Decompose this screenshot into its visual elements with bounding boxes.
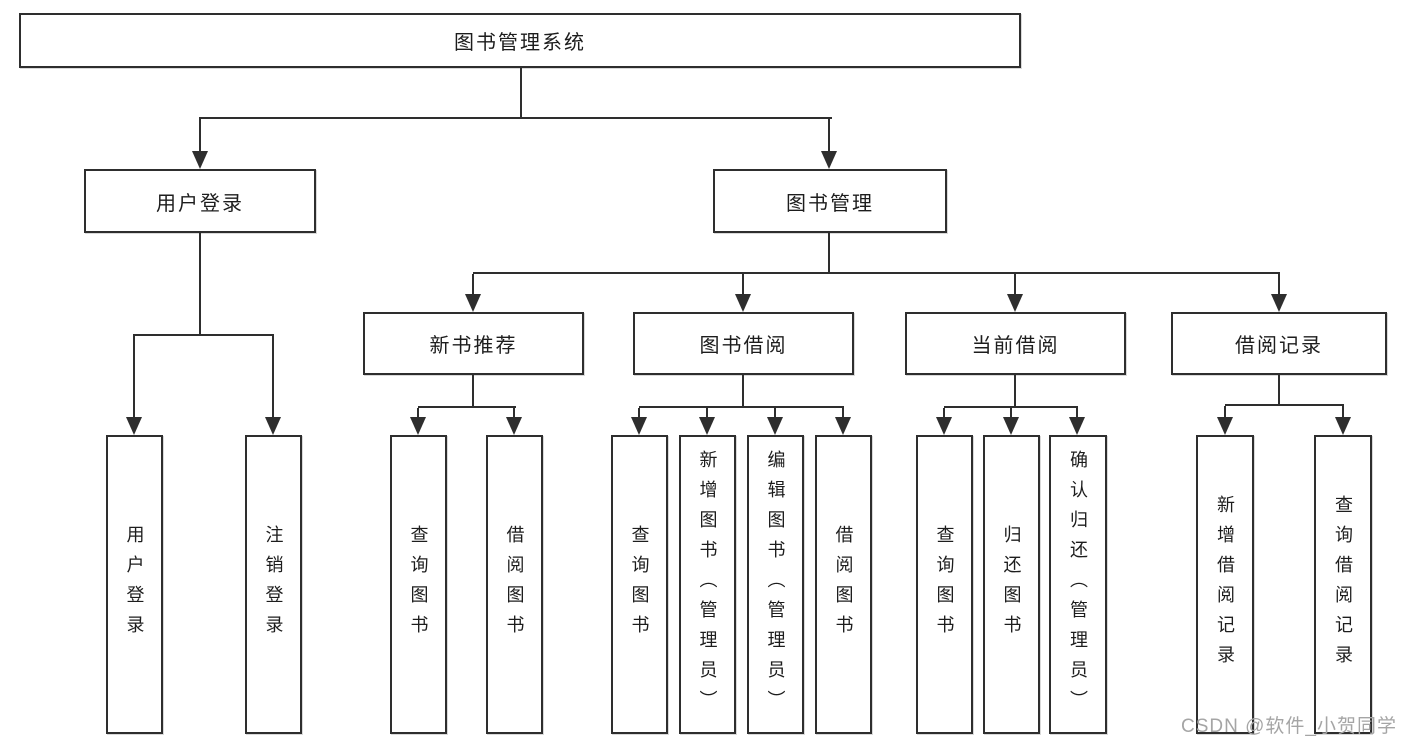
node-label: 注销登录 <box>263 524 284 645</box>
node-label: 查询借阅记录 <box>1333 494 1353 675</box>
connector-line <box>472 373 474 407</box>
connector-line <box>199 117 832 119</box>
arrowhead-icon <box>1003 408 1019 435</box>
node-label: 借阅记录 <box>1235 335 1323 357</box>
connector-line <box>828 231 830 274</box>
node-current-borrowing: 当前借阅 <box>905 312 1126 375</box>
arrowhead-icon <box>1007 274 1023 312</box>
connector-line <box>520 66 522 119</box>
connector-line <box>133 334 274 336</box>
arrowhead-icon <box>835 408 851 435</box>
arrowhead-icon <box>735 274 751 312</box>
leaf-query-borrow-record: 查询借阅记录 <box>1314 435 1372 734</box>
arrowhead-icon <box>126 336 142 435</box>
arrowhead-icon <box>265 336 281 435</box>
node-label: 图书管理系统 <box>454 32 586 54</box>
node-label: 确认归还（管理员） <box>1068 449 1088 720</box>
arrowhead-icon <box>631 408 647 435</box>
node-label: 新增图书（管理员） <box>697 449 718 720</box>
leaf-edit-books-admin: 编辑图书（管理员） <box>747 435 804 734</box>
node-label: 编辑图书（管理员） <box>765 449 786 720</box>
node-label: 用户登录 <box>124 524 145 645</box>
arrowhead-icon <box>1271 274 1287 312</box>
node-label: 图书借阅 <box>699 335 788 357</box>
node-label: 用户登录 <box>156 192 244 215</box>
arrowhead-icon <box>821 119 837 169</box>
leaf-borrow-books-recommend: 借阅图书 <box>486 435 543 734</box>
leaf-add-books-admin: 新增图书（管理员） <box>679 435 736 734</box>
node-label: 借阅图书 <box>833 524 854 645</box>
connector-line <box>944 406 1078 408</box>
node-label: 当前借阅 <box>971 335 1060 357</box>
leaf-logout: 注销登录 <box>245 435 302 734</box>
leaf-return-books: 归还图书 <box>983 435 1040 734</box>
arrowhead-icon <box>1335 406 1351 435</box>
connector-line <box>418 406 516 408</box>
csdn-watermark: CSDN @软件_小贺同学 <box>1181 716 1397 737</box>
node-label: 查询图书 <box>629 524 650 645</box>
node-label: 归还图书 <box>1001 524 1022 645</box>
node-library-management-system: 图书管理系统 <box>19 13 1021 68</box>
leaf-borrow-books: 借阅图书 <box>815 435 872 734</box>
node-book-management: 图书管理 <box>713 169 947 233</box>
connector-line <box>473 272 1280 274</box>
leaf-query-books-borrowing: 查询图书 <box>611 435 668 734</box>
connector-line <box>1014 373 1016 407</box>
node-label: 新书推荐 <box>429 335 518 357</box>
arrowhead-icon <box>410 408 426 435</box>
arrowhead-icon <box>936 408 952 435</box>
connector-line <box>742 373 744 407</box>
node-label: 借阅图书 <box>504 524 525 645</box>
arrowhead-icon <box>1069 408 1085 435</box>
connector-line <box>1225 404 1344 406</box>
leaf-query-books-recommend: 查询图书 <box>390 435 447 734</box>
leaf-query-books-current: 查询图书 <box>916 435 973 734</box>
node-label: 查询图书 <box>934 524 955 645</box>
leaf-confirm-return-admin: 确认归还（管理员） <box>1049 435 1107 734</box>
node-label: 查询图书 <box>408 524 429 645</box>
arrowhead-icon <box>465 274 481 312</box>
arrowhead-icon <box>699 408 715 435</box>
node-borrowing-records: 借阅记录 <box>1171 312 1387 375</box>
connector-line <box>1278 373 1280 406</box>
node-user-login-group: 用户登录 <box>84 169 316 233</box>
node-book-borrowing: 图书借阅 <box>633 312 854 375</box>
arrowhead-icon <box>192 119 208 169</box>
arrowhead-icon <box>506 408 522 435</box>
node-new-book-recommend: 新书推荐 <box>363 312 584 375</box>
leaf-add-borrow-record: 新增借阅记录 <box>1196 435 1254 734</box>
node-label: 图书管理 <box>786 192 874 215</box>
leaf-user-login: 用户登录 <box>106 435 163 734</box>
connector-line <box>639 406 844 408</box>
connector-line <box>199 231 201 336</box>
arrowhead-icon <box>767 408 783 435</box>
node-label: 新增借阅记录 <box>1215 494 1235 675</box>
arrowhead-icon <box>1217 406 1233 435</box>
